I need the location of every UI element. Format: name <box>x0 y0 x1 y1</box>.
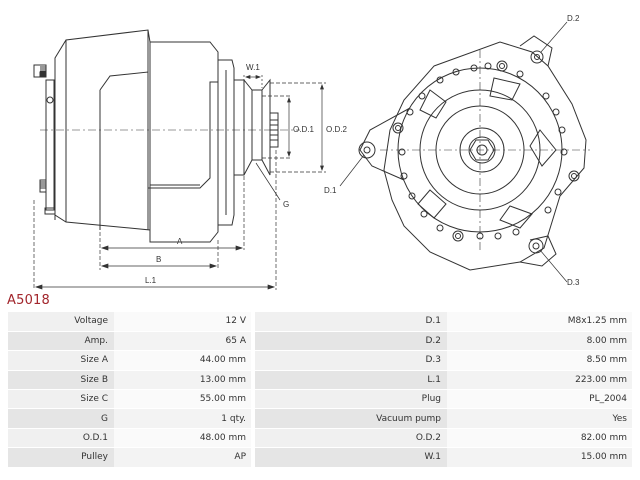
spec-label: L.1 <box>255 370 447 391</box>
spec-gap <box>251 350 255 371</box>
spec-label: Pulley <box>8 447 114 468</box>
spec-label: W.1 <box>255 447 447 468</box>
spec-gap <box>251 447 255 468</box>
spec-value: 55.00 mm <box>114 389 251 410</box>
label-b: B <box>156 255 161 264</box>
spec-label: Size A <box>8 350 114 371</box>
spec-value: 13.00 mm <box>114 370 251 391</box>
spec-value: 8.50 mm <box>447 350 632 371</box>
spec-label: O.D.1 <box>8 428 114 449</box>
label-d1: D.1 <box>324 186 337 195</box>
label-a: A <box>177 237 183 246</box>
spec-label: D.3 <box>255 350 447 371</box>
spec-gap <box>251 389 255 410</box>
label-l1: L.1 <box>145 276 157 285</box>
spec-value: Yes <box>447 408 632 429</box>
spec-gap <box>251 428 255 449</box>
technical-drawing: W.1 O.D.1 O.D.2 G A B L.1 D.1 D.2 D.3 <box>33 14 590 290</box>
spec-label: D.1 <box>255 312 447 332</box>
spec-label: O.D.2 <box>255 428 447 449</box>
spec-label: Size C <box>8 389 114 410</box>
spec-label: Voltage <box>8 312 114 332</box>
spec-value: 44.00 mm <box>114 350 251 371</box>
label-od2: O.D.2 <box>326 125 347 134</box>
spec-value: 8.00 mm <box>447 331 632 352</box>
label-od1: O.D.1 <box>293 125 314 134</box>
spec-gap <box>251 408 255 429</box>
spec-label: Plug <box>255 389 447 410</box>
spec-label: G <box>8 408 114 429</box>
part-code: A5018 <box>7 293 50 308</box>
spec-label: Size B <box>8 370 114 391</box>
spec-value: 15.00 mm <box>447 447 632 468</box>
spec-value: 223.00 mm <box>447 370 632 391</box>
spec-label: Amp. <box>8 331 114 352</box>
spec-gap <box>251 312 255 332</box>
spec-gap <box>251 331 255 352</box>
spec-gap <box>251 370 255 391</box>
label-w1: W.1 <box>246 63 260 72</box>
spec-value: M8x1.25 mm <box>447 312 632 332</box>
spec-value: 65 A <box>114 331 251 352</box>
spec-value: AP <box>114 447 251 468</box>
label-d2: D.2 <box>567 14 580 23</box>
dimension-lines <box>33 74 326 290</box>
label-g: G <box>283 200 289 209</box>
spec-value: 48.00 mm <box>114 428 251 449</box>
label-d3: D.3 <box>567 278 580 287</box>
spec-value: 12 V <box>114 312 251 332</box>
spec-value: 82.00 mm <box>447 428 632 449</box>
spec-value: 1 qty. <box>114 408 251 429</box>
spec-value: PL_2004 <box>447 389 632 410</box>
spec-label: D.2 <box>255 331 447 352</box>
alternator-front-view <box>358 35 590 271</box>
spec-label: Vacuum pump <box>255 408 447 429</box>
alternator-side-view <box>33 29 300 243</box>
